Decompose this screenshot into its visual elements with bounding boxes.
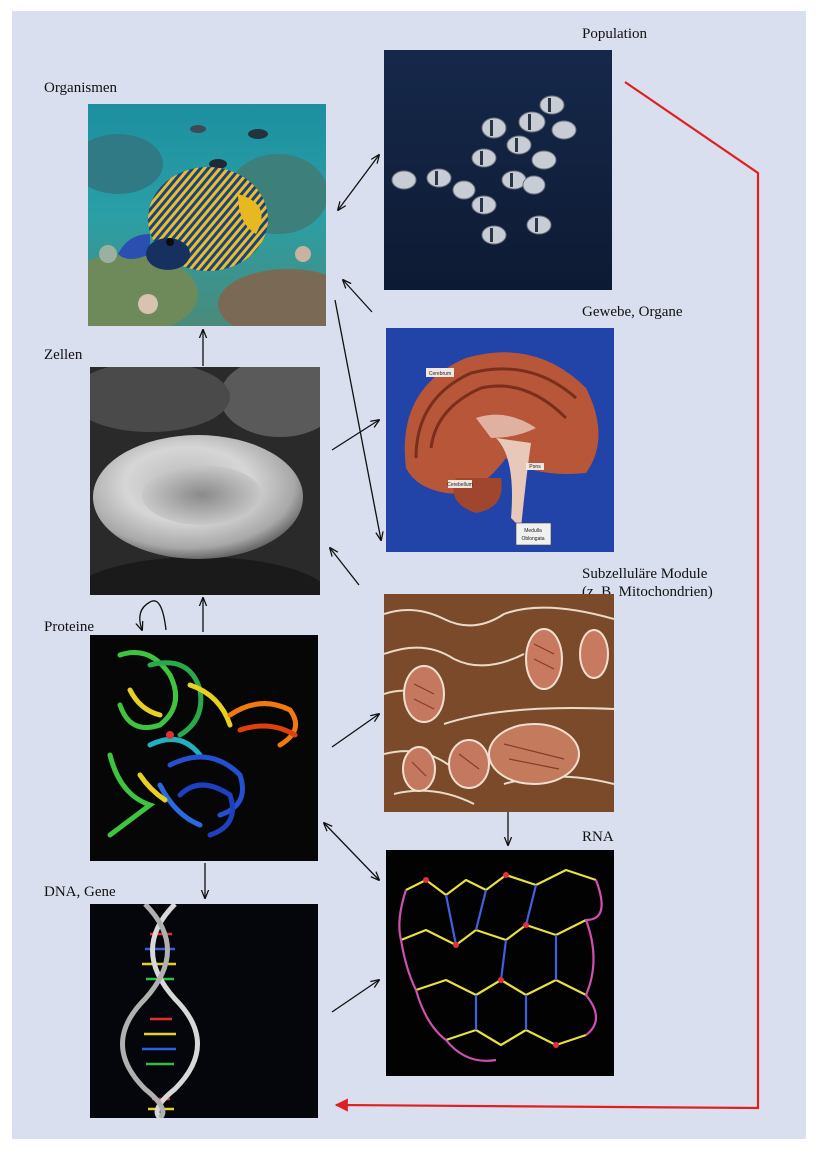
angelfish-photo: [88, 104, 326, 326]
label-organismen: Organismen: [44, 80, 117, 97]
protein-ribbon-photo: [90, 635, 318, 861]
brain-label-medulla-1: Medulla: [524, 528, 542, 534]
label-proteine: Proteine: [44, 619, 94, 636]
fish-school-photo: [384, 50, 612, 290]
label-population: Population: [582, 26, 647, 43]
red-blood-cell-photo: [90, 367, 320, 595]
brain-section-photo: Cerebrum Cerebellum Pons Medulla Oblonga…: [386, 328, 614, 552]
brain-label-cerebellum: Cerebellum: [447, 482, 473, 488]
label-subzellulaer-line1: Subzelluläre Module: [582, 566, 707, 583]
mitochondria-photo: [384, 594, 614, 812]
rna-structure-photo: [386, 850, 614, 1076]
brain-label-medulla-2: Oblongata: [521, 536, 544, 542]
brain-label-cerebrum: Cerebrum: [429, 371, 451, 377]
label-zellen: Zellen: [44, 347, 82, 364]
label-rna: RNA: [582, 829, 614, 846]
label-dna: DNA, Gene: [44, 884, 116, 901]
dna-helix-photo: [90, 904, 318, 1118]
brain-label-pons: Pons: [529, 464, 541, 470]
label-gewebe: Gewebe, Organe: [582, 304, 683, 321]
